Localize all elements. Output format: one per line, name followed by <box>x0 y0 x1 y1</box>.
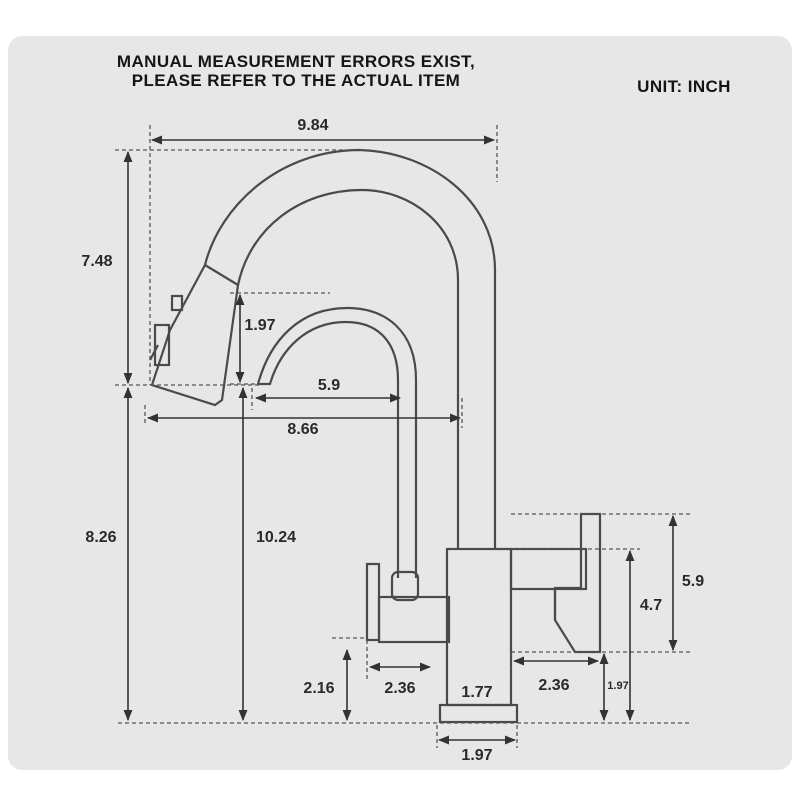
dim-base-width: 1.97 <box>461 747 492 764</box>
dim-main-spout-clearance: 8.26 <box>85 529 116 546</box>
dim-right-handle-offset: 2.36 <box>538 677 569 694</box>
faucet-outline <box>149 148 602 724</box>
spray-head <box>150 263 240 407</box>
unit-label: UNIT: INCH <box>637 77 731 96</box>
spray-button-bottom <box>153 323 171 367</box>
dimension-labels: 9.84 7.48 1.97 5.9 8.66 8.26 10.24 5.9 4… <box>81 117 704 764</box>
extension-lines <box>115 125 690 748</box>
center-body <box>445 547 513 707</box>
dim-left-handle-offset: 2.36 <box>384 680 415 697</box>
diagram-panel <box>8 36 792 770</box>
dim-drinking-spout-reach: 5.9 <box>318 377 340 394</box>
faucet-base <box>438 703 519 724</box>
dim-spout-height: 7.48 <box>81 253 112 270</box>
left-body-block <box>377 595 451 644</box>
left-handle <box>365 562 381 642</box>
main-spout-inner <box>236 188 460 548</box>
dim-base-to-body: 1.97 <box>607 680 628 692</box>
dimension-arrows <box>123 135 678 745</box>
right-handle <box>553 512 602 654</box>
spray-button-top <box>170 294 184 312</box>
dim-body-height: 4.7 <box>640 597 662 614</box>
dim-total-width: 9.84 <box>297 117 328 134</box>
main-spout-outer <box>203 148 497 548</box>
dim-drinking-spout-height: 1.97 <box>244 317 275 334</box>
dim-neck-width: 1.77 <box>461 684 492 701</box>
drinking-spout-collar <box>390 570 420 602</box>
dim-left-handle-height: 2.16 <box>303 680 334 697</box>
notice-line-1: MANUAL MEASUREMENT ERRORS EXIST, <box>117 52 475 71</box>
right-body-block <box>509 547 588 591</box>
dim-main-spout-reach: 8.66 <box>287 421 318 438</box>
dim-drinking-spout-clearance: 10.24 <box>256 529 296 546</box>
dim-right-handle-height: 5.9 <box>682 573 704 590</box>
notice-line-2: PLEASE REFER TO THE ACTUAL ITEM <box>132 71 461 90</box>
